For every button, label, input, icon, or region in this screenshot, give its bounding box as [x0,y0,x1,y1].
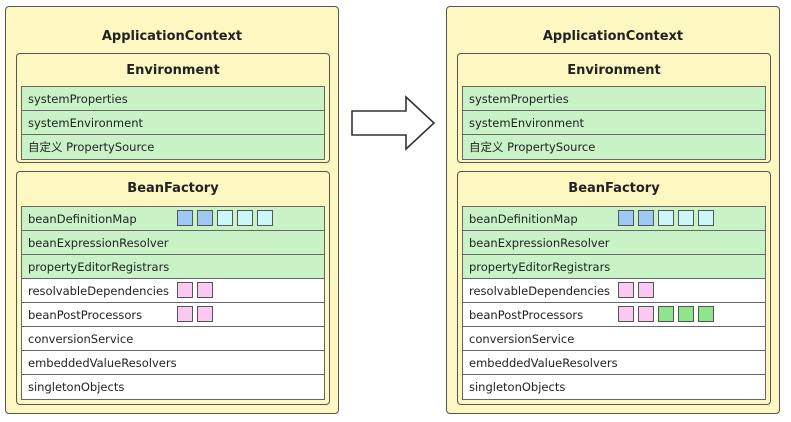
cyan-bean-square [658,210,674,226]
row-label: conversionService [469,331,575,346]
row-propertysource: 自定义 PropertySource [463,135,765,159]
bean-squares [618,306,714,322]
blue-bean-square [177,210,193,226]
cyan-bean-square [237,210,253,226]
environment-rows: systemProperties systemEnvironment 自定义 Pro… [462,86,766,160]
row-label: beanDefinitionMap [469,211,578,226]
beanfactory-box: BeanFactory beanDefinitionMap beanExpress… [457,171,771,405]
row-beandefinitionmap: beanDefinitionMap [463,207,765,231]
bean-squares [177,282,213,298]
cyan-bean-square [698,210,714,226]
environment-box: Environment systemProperties systemEnviro… [16,53,330,163]
row-singletonobjects: singletonObjects [22,375,324,399]
row-conversionservice: conversionService [463,327,765,351]
row-label: embeddedValueResolvers [28,355,177,370]
beanfactory-box: BeanFactory beanDefinitionMap beanExpress… [16,171,330,405]
row-label: conversionService [28,331,134,346]
row-label: systemProperties [28,91,128,106]
row-label: 自定义 PropertySource [28,140,155,154]
row-label: 自定义 PropertySource [469,140,596,154]
row-label: beanPostProcessors [28,307,143,322]
environment-title: Environment [126,63,220,78]
pink-bean-square [638,282,654,298]
row-propertysource: 自定义 PropertySource [22,135,324,159]
row-label: beanExpressionResolver [28,235,169,250]
row-resolvabledependencies: resolvableDependencies [463,279,765,303]
pink-bean-square [177,282,193,298]
row-label: beanExpressionResolver [469,235,610,250]
row-label: systemEnvironment [469,115,585,130]
row-label: resolvableDependencies [28,283,170,298]
row-beanexpressionresolver: beanExpressionResolver [463,231,765,255]
pink-bean-square [618,282,634,298]
beanfactory-rows: beanDefinitionMap beanExpressionResolver p… [21,206,325,400]
environment-rows: systemProperties systemEnvironment 自定义 Pro… [21,86,325,160]
panel-title: ApplicationContext [101,29,243,44]
row-systemenvironment: systemEnvironment [463,111,765,135]
application-context-after: ApplicationContext Environment systemPro… [446,6,780,414]
bean-squares [177,306,213,322]
environment-title: Environment [567,63,661,78]
row-label: resolvableDependencies [469,283,611,298]
row-beanpostprocessors: beanPostProcessors [463,303,765,327]
row-beanexpressionresolver: beanExpressionResolver [22,231,324,255]
environment-box: Environment systemProperties systemEnviro… [457,53,771,163]
cyan-bean-square [217,210,233,226]
row-label: systemProperties [469,91,569,106]
beanfactory-title: BeanFactory [568,181,660,196]
beanfactory-rows: beanDefinitionMap beanExpressionResolver p… [462,206,766,400]
green-bean-square [658,306,674,322]
row-propertyeditorregistrars: propertyEditorRegistrars [22,255,324,279]
bean-squares [618,210,714,226]
row-systemenvironment: systemEnvironment [22,111,324,135]
application-context-before: ApplicationContext Environment systemPro… [5,6,339,414]
row-label: singletonObjects [469,380,566,394]
pink-bean-square [177,306,193,322]
blue-bean-square [197,210,213,226]
pink-bean-square [197,282,213,298]
green-bean-square [698,306,714,322]
row-embeddedvalueresolvers: embeddedValueResolvers [22,351,324,375]
bean-squares [177,210,273,226]
row-label: embeddedValueResolvers [469,355,618,370]
beanfactory-title: BeanFactory [127,181,219,196]
cyan-bean-square [257,210,273,226]
row-conversionservice: conversionService [22,327,324,351]
pink-bean-square [638,306,654,322]
row-embeddedvalueresolvers: embeddedValueResolvers [463,351,765,375]
row-singletonobjects: singletonObjects [463,375,765,399]
row-label: propertyEditorRegistrars [28,259,170,274]
blue-bean-square [618,210,634,226]
blue-bean-square [638,210,654,226]
row-propertyeditorregistrars: propertyEditorRegistrars [463,255,765,279]
row-label: singletonObjects [28,380,125,394]
pink-bean-square [618,306,634,322]
right-arrow-icon [351,95,436,151]
green-bean-square [678,306,694,322]
row-label: systemEnvironment [28,115,144,130]
bean-squares [618,282,654,298]
row-beanpostprocessors: beanPostProcessors [22,303,324,327]
panel-title: ApplicationContext [542,29,684,44]
pink-bean-square [197,306,213,322]
row-label: beanDefinitionMap [28,211,137,226]
row-systemproperties: systemProperties [463,87,765,111]
row-label: propertyEditorRegistrars [469,259,611,274]
row-resolvabledependencies: resolvableDependencies [22,279,324,303]
row-systemproperties: systemProperties [22,87,324,111]
row-label: beanPostProcessors [469,307,584,322]
cyan-bean-square [678,210,694,226]
row-beandefinitionmap: beanDefinitionMap [22,207,324,231]
